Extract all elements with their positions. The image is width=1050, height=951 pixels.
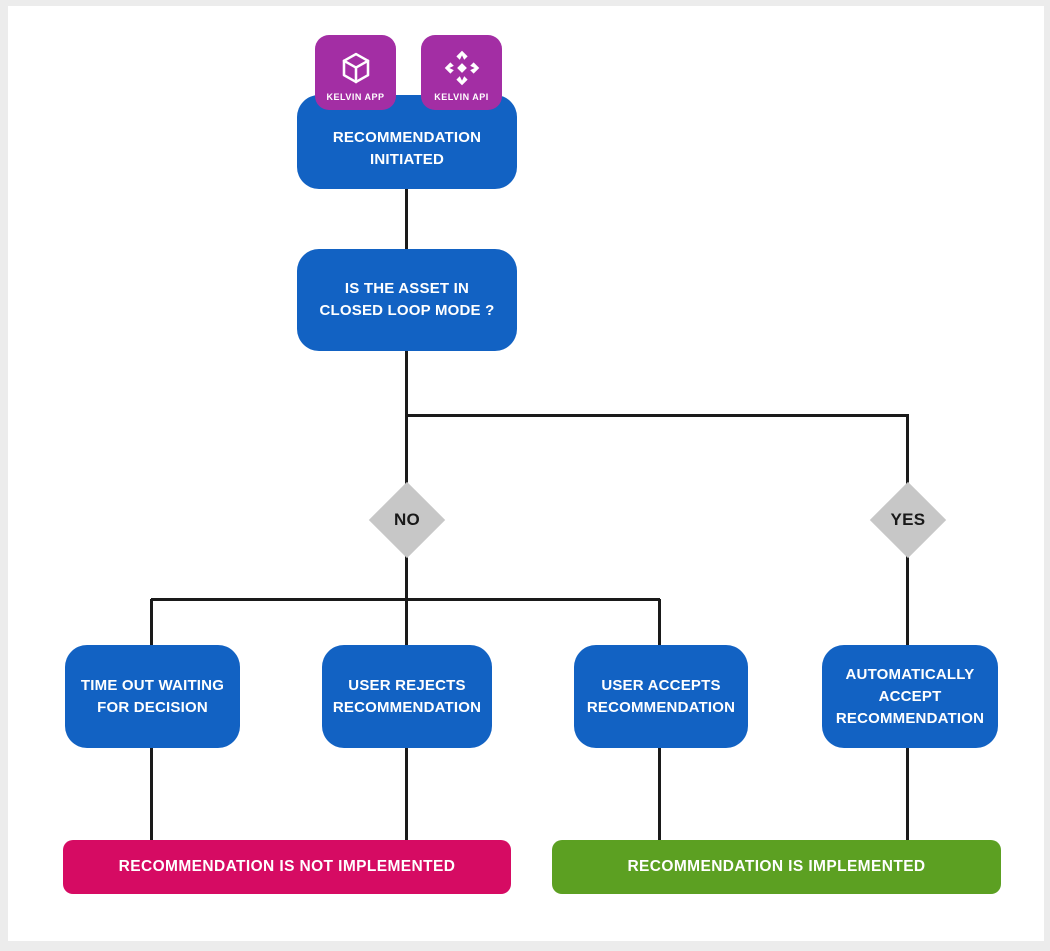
no-branch-label: NO	[393, 510, 421, 529]
connector	[405, 188, 408, 250]
auto-accept-node-label: AUTOMATICALLY ACCEPT RECOMMENDATION	[835, 665, 985, 727]
user-accepts-node: USER ACCEPTS RECOMMENDATION	[574, 645, 748, 748]
yes-branch-diamond: YES	[869, 481, 947, 559]
user-rejects-node-label: USER REJECTS RECOMMENDATION	[332, 676, 482, 716]
implemented-bar: RECOMMENDATION IS IMPLEMENTED	[552, 840, 1001, 894]
connector	[906, 414, 909, 485]
cube-icon	[338, 44, 374, 92]
connector	[150, 599, 153, 646]
timeout-node-label: TIME OUT WAITING FOR DECISION	[80, 676, 225, 716]
connector	[658, 747, 661, 841]
kelvin-api-badge: KELVIN API	[421, 35, 502, 110]
start-node-label: RECOMMENDATION INITIATED	[332, 129, 482, 168]
decision-node: IS THE ASSET IN CLOSED LOOP MODE ?	[297, 249, 517, 351]
kelvin-app-badge: KELVIN APP	[315, 35, 396, 110]
connector	[405, 747, 408, 841]
user-rejects-node: USER REJECTS RECOMMENDATION	[322, 645, 492, 748]
connector	[405, 599, 408, 646]
timeout-node: TIME OUT WAITING FOR DECISION	[65, 645, 240, 748]
implemented-label: RECOMMENDATION IS IMPLEMENTED	[627, 858, 926, 875]
kelvin-logo-icon	[444, 44, 480, 92]
connector	[906, 554, 909, 646]
not-implemented-label: RECOMMENDATION IS NOT IMPLEMENTED	[118, 858, 456, 875]
auto-accept-node: AUTOMATICALLY ACCEPT RECOMMENDATION	[822, 645, 998, 748]
connector	[906, 747, 909, 841]
decision-node-label: IS THE ASSET IN CLOSED LOOP MODE ?	[319, 280, 495, 319]
user-accepts-node-label: USER ACCEPTS RECOMMENDATION	[586, 676, 736, 716]
no-branch-diamond: NO	[368, 481, 446, 559]
kelvin-app-label: KELVIN APP	[326, 92, 385, 102]
connector	[150, 747, 153, 841]
connector	[405, 350, 408, 484]
connector	[406, 414, 909, 417]
yes-branch-label: YES	[890, 510, 926, 529]
not-implemented-bar: RECOMMENDATION IS NOT IMPLEMENTED	[63, 840, 511, 894]
kelvin-api-label: KELVIN API	[434, 92, 489, 102]
flowchart-canvas: RECOMMENDATION INITIATED KELVIN APP	[8, 6, 1044, 941]
connector	[658, 599, 661, 646]
start-node: RECOMMENDATION INITIATED	[297, 95, 517, 189]
connector	[405, 554, 408, 600]
